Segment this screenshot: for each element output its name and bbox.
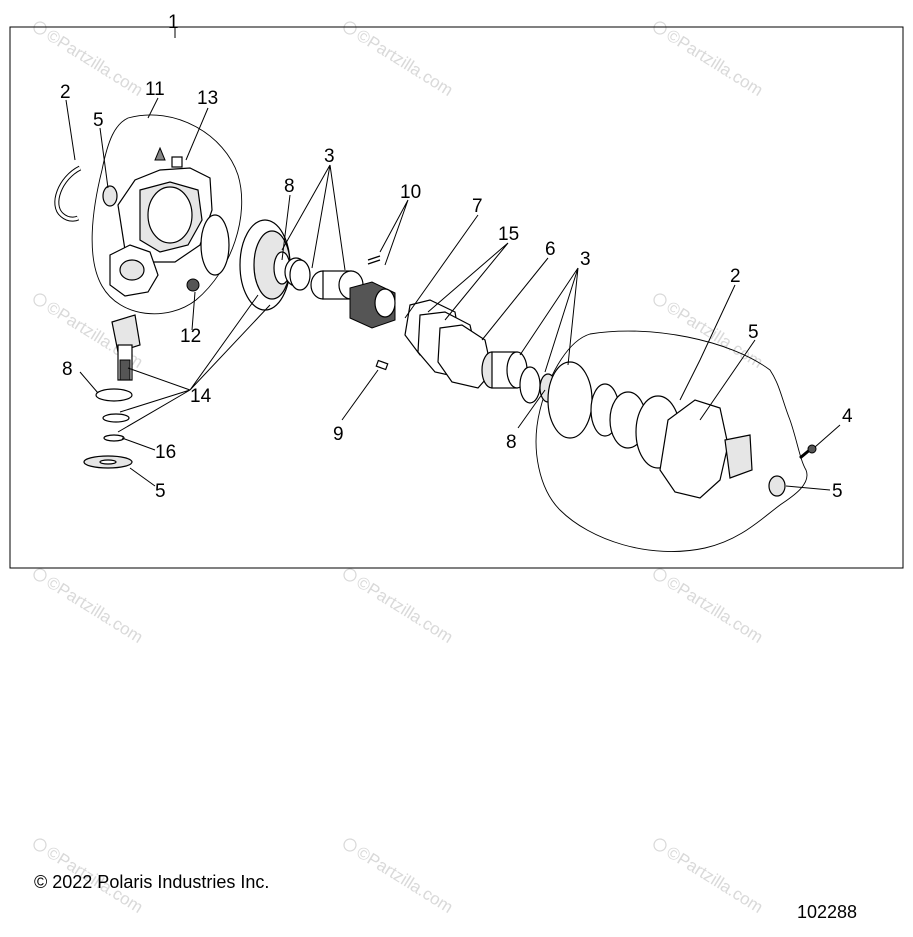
diagram-frame bbox=[9, 26, 904, 569]
callout-8: 8 bbox=[284, 176, 295, 197]
callout-3: 3 bbox=[324, 146, 335, 167]
callout-5: 5 bbox=[93, 110, 104, 131]
gasket-plates bbox=[404, 299, 493, 389]
callout-2: 2 bbox=[730, 266, 741, 287]
callout-4: 4 bbox=[842, 406, 853, 427]
callout-13: 13 bbox=[197, 88, 218, 109]
differential-hub bbox=[349, 281, 396, 329]
watermark-text: ©Partzilla.com bbox=[663, 573, 766, 647]
callout-14: 14 bbox=[190, 386, 212, 407]
watermark-text: ©Partzilla.com bbox=[353, 573, 456, 647]
callout-11: 11 bbox=[145, 79, 165, 100]
ring-gear-assembly bbox=[200, 214, 308, 311]
callouts: 1 2 11 13 5 3 8 10 7 15 6 3 2 5 12 8 14 … bbox=[60, 12, 853, 502]
watermark-text: ©Partzilla.com bbox=[43, 26, 146, 100]
leader-lines bbox=[65, 28, 841, 491]
cover-group-outline bbox=[535, 330, 808, 552]
watermark-text: ©Partzilla.com bbox=[353, 26, 456, 100]
callout-15: 15 bbox=[498, 224, 519, 245]
housing-group-outline bbox=[91, 114, 243, 315]
retaining-pins bbox=[367, 255, 381, 265]
drain-plug bbox=[186, 278, 200, 292]
callout-6: 6 bbox=[545, 239, 556, 260]
callout-5: 5 bbox=[748, 322, 759, 343]
watermark-text: ©Partzilla.com bbox=[663, 26, 766, 100]
callout-7: 7 bbox=[472, 196, 483, 217]
figure-number: 102288 bbox=[797, 902, 858, 922]
callout-9: 9 bbox=[333, 424, 344, 445]
callout-1: 1 bbox=[168, 12, 179, 33]
output-gear bbox=[481, 351, 557, 404]
housing-seal bbox=[102, 185, 118, 207]
callout-16: 16 bbox=[155, 442, 176, 463]
callout-12: 12 bbox=[180, 326, 201, 347]
callout-5: 5 bbox=[155, 481, 166, 502]
callout-5: 5 bbox=[832, 481, 843, 502]
rear-gearcase-cover bbox=[659, 399, 753, 499]
pinion-shaft-assembly bbox=[83, 314, 141, 469]
watermark-text: ©Partzilla.com bbox=[353, 843, 456, 917]
callout-10: 10 bbox=[400, 182, 421, 203]
copyright-notice: © 2022 Polaris Industries Inc. bbox=[34, 872, 270, 892]
cover-seal bbox=[768, 475, 786, 497]
callout-8: 8 bbox=[506, 432, 517, 453]
dowel-pin bbox=[375, 359, 389, 371]
callout-2: 2 bbox=[60, 82, 71, 103]
callout-3: 3 bbox=[580, 249, 591, 270]
vent-fitting bbox=[171, 156, 183, 168]
watermark-text: ©Partzilla.com bbox=[43, 573, 146, 647]
watermark-text: ©Partzilla.com bbox=[663, 843, 766, 917]
clutch-ring-stack bbox=[547, 361, 681, 469]
front-gearcase-housing bbox=[109, 167, 213, 297]
callout-8: 8 bbox=[62, 359, 73, 380]
